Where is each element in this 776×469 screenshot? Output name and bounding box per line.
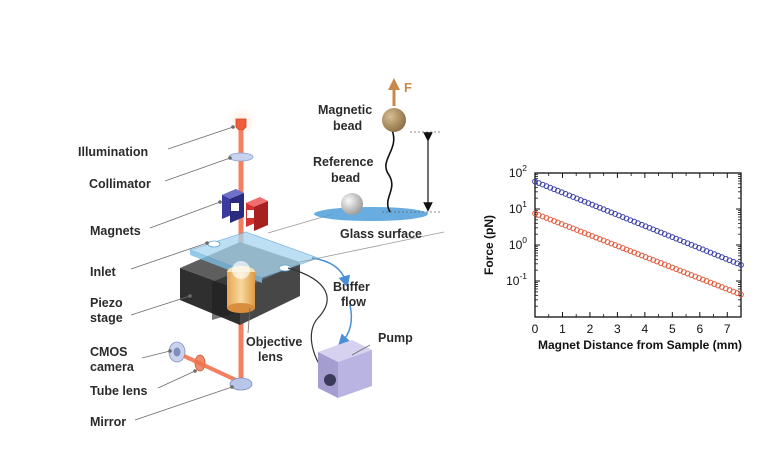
x-axis-label: Magnet Distance from Sample (mm) — [538, 338, 742, 352]
x-tick-label: 0 — [532, 322, 539, 336]
label-piezo-line1: Piezo — [90, 296, 123, 310]
reference-bead-icon — [341, 193, 363, 215]
x-tick-label: 7 — [724, 322, 731, 336]
setup-diagram: Illumination Collimator Magnets Inlet Pi… — [78, 104, 445, 429]
label-objective-line1: Objective — [246, 335, 302, 349]
pump-icon — [318, 340, 372, 398]
label-tube-lens: Tube lens — [90, 384, 147, 398]
label-cmos-line1: CMOS — [90, 345, 128, 359]
x-tick-label: 6 — [696, 322, 703, 336]
bead-inset: F Magnetic bead Reference bead Glass sur… — [313, 78, 442, 241]
cmos-camera-icon — [168, 341, 186, 363]
x-tick-label: 1 — [559, 322, 566, 336]
zoom-line-bottom — [299, 231, 445, 263]
label-pump: Pump — [378, 331, 413, 345]
label-reference-line1: Reference — [313, 155, 373, 169]
leader-dots — [168, 125, 235, 389]
label-buffer-line1: Buffer — [333, 280, 370, 294]
series-2 — [532, 210, 744, 298]
y-tick-label: 102 — [509, 163, 527, 180]
plot-frame — [534, 172, 742, 318]
x-tick-label: 2 — [587, 322, 594, 336]
label-glass-surface: Glass surface — [340, 227, 422, 241]
camera-beam — [183, 354, 239, 383]
y-tick-label: 10-1 — [506, 271, 527, 288]
mirror-icon — [229, 377, 253, 391]
label-illumination: Illumination — [78, 145, 148, 159]
label-cmos-line2: camera — [90, 360, 135, 374]
objective-lens-icon — [227, 261, 255, 313]
illumination-lamp-icon — [235, 118, 247, 131]
glass-surface-icon — [314, 207, 428, 221]
y-tick-label: 101 — [509, 199, 527, 216]
x-axis-ticks: 0 1 2 3 4 5 6 7 — [532, 173, 731, 336]
x-tick-label: 5 — [669, 322, 676, 336]
label-magnetic-line2: bead — [333, 119, 362, 133]
y-axis-label: Force (pN) — [482, 215, 496, 275]
label-reference-line2: bead — [331, 171, 360, 185]
collimator-lens-icon — [228, 152, 254, 162]
buffer-flow-arrow-icon — [311, 257, 351, 288]
label-magnetic-line1: Magnetic — [318, 103, 372, 117]
force-arrow-icon — [388, 78, 400, 90]
label-piezo-line2: stage — [90, 311, 123, 325]
tubing — [287, 267, 331, 379]
force-symbol: F — [404, 80, 412, 95]
series-1 — [532, 178, 744, 268]
dna-tether — [385, 129, 395, 213]
label-collimator: Collimator — [89, 177, 151, 191]
leader-lines — [130, 126, 371, 421]
chart-series — [532, 178, 744, 298]
label-magnets: Magnets — [90, 224, 141, 238]
data-point — [738, 291, 744, 298]
force-chart: 102 101 100 10-1 0 1 2 3 4 5 6 7 Magnet Distance f… — [482, 163, 744, 352]
y-axis-ticks: 102 101 100 10-1 — [506, 163, 741, 318]
label-mirror: Mirror — [90, 415, 126, 429]
label-objective-line2: lens — [258, 350, 283, 364]
magnetic-bead-icon — [382, 108, 406, 132]
y-tick-label: 100 — [509, 235, 527, 252]
label-inlet: Inlet — [90, 265, 117, 279]
data-point — [738, 262, 744, 268]
label-buffer-line2: flow — [341, 295, 366, 309]
x-tick-label: 4 — [642, 322, 649, 336]
magnets-icon — [222, 189, 268, 231]
pump-flow-arrow-icon — [337, 304, 353, 347]
x-tick-label: 3 — [614, 322, 621, 336]
